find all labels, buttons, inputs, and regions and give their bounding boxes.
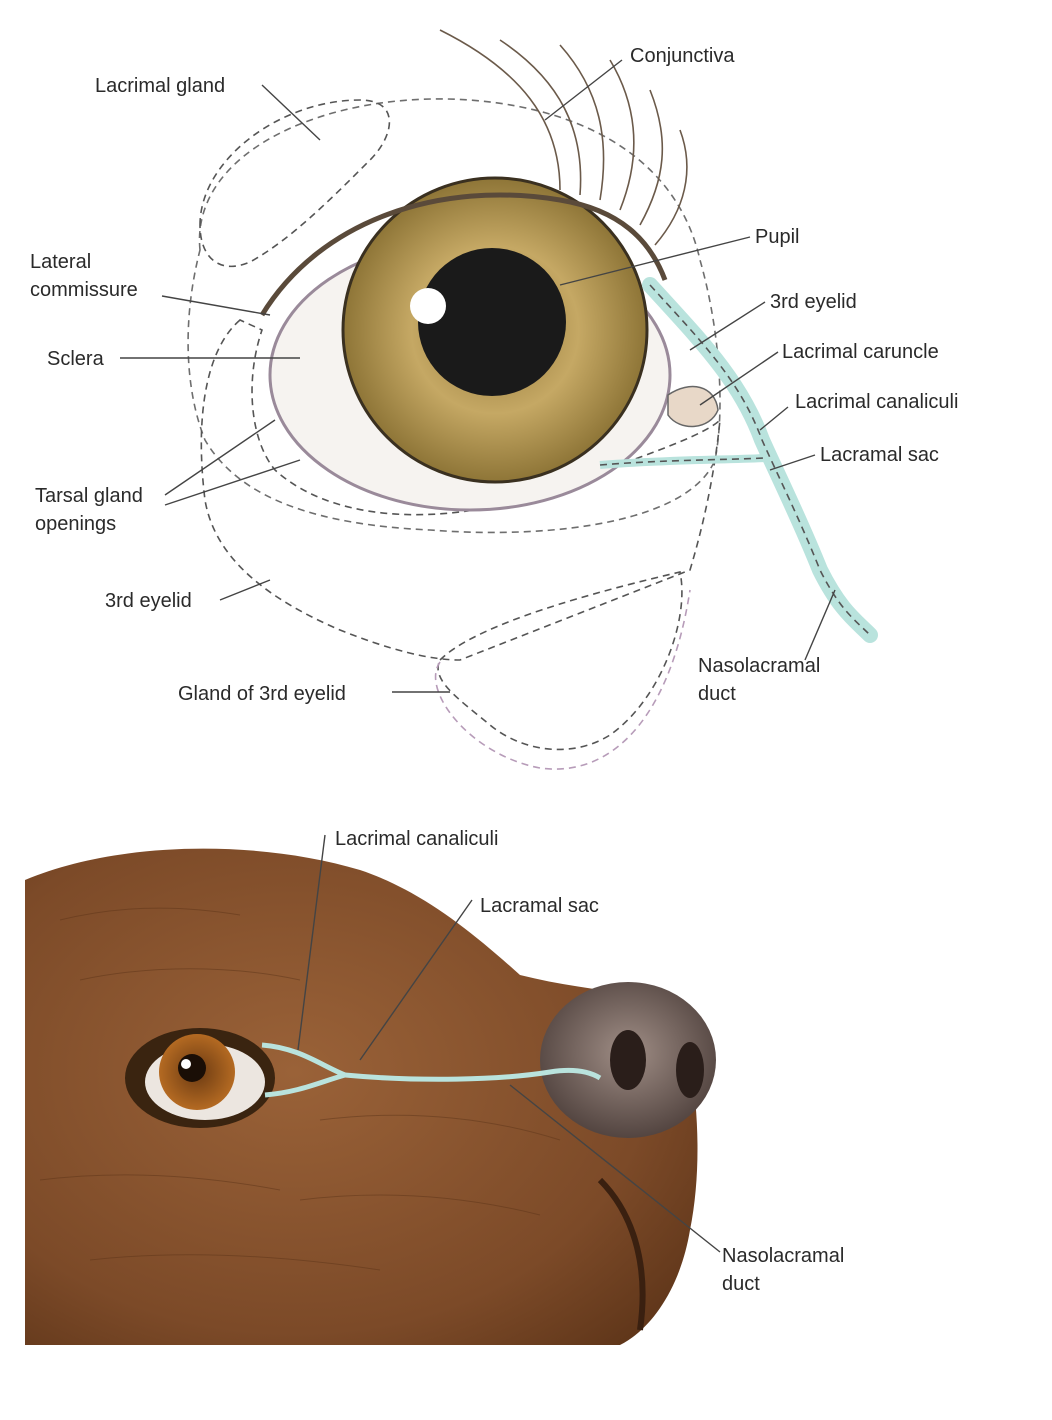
label-lacrimal-gland: Lacrimal gland bbox=[95, 75, 225, 97]
label-lacrimal-caruncle: Lacrimal caruncle bbox=[782, 341, 939, 363]
label-3rd-eyelid-upper: 3rd eyelid bbox=[770, 291, 857, 313]
label-head-lacrimal-canaliculi: Lacrimal canaliculi bbox=[335, 828, 498, 850]
label-head-lacramal-sac: Lacramal sac bbox=[480, 895, 599, 917]
dog-pupil bbox=[178, 1054, 206, 1082]
pupil-shape bbox=[418, 248, 566, 396]
nostril-left bbox=[610, 1030, 646, 1090]
label-lateral-commissure-line1: Lateral bbox=[30, 251, 91, 273]
dog-eye-highlight bbox=[181, 1059, 191, 1069]
label-head-nasolacramal-duct-line2: duct bbox=[722, 1273, 760, 1295]
label-3rd-eyelid-lower: 3rd eyelid bbox=[105, 590, 192, 612]
label-lacrimal-canaliculi: Lacrimal canaliculi bbox=[795, 391, 958, 413]
gland-outer-boundary bbox=[436, 590, 690, 769]
label-nasolacramal-duct-line1: Nasolacramal bbox=[698, 655, 820, 677]
gland-of-third-eyelid-shape bbox=[438, 572, 682, 749]
lacrimal-gland-shape bbox=[200, 100, 389, 266]
label-lateral-commissure-line2: commissure bbox=[30, 279, 138, 301]
label-conjunctiva: Conjunctiva bbox=[630, 45, 735, 67]
lacrimal-caruncle-shape bbox=[668, 387, 718, 427]
dog-head-diagram: Lacrimal canaliculi Lacramal sac Nasolac… bbox=[25, 828, 844, 1345]
pupil-highlight bbox=[410, 288, 446, 324]
label-tarsal-gland-line2: openings bbox=[35, 513, 116, 535]
nostril-right bbox=[676, 1042, 704, 1098]
label-nasolacramal-duct-line2: duct bbox=[698, 683, 736, 705]
label-sclera: Sclera bbox=[47, 348, 105, 370]
label-lacramal-sac: Lacramal sac bbox=[820, 444, 939, 466]
label-head-nasolacramal-duct-line1: Nasolacramal bbox=[722, 1245, 844, 1267]
label-tarsal-gland-line1: Tarsal gland bbox=[35, 485, 143, 507]
eye-diagram: Lacrimal gland Conjunctiva Pupil Lateral… bbox=[30, 30, 958, 769]
label-pupil: Pupil bbox=[755, 226, 799, 248]
label-gland-of-3rd-eyelid: Gland of 3rd eyelid bbox=[178, 683, 346, 705]
